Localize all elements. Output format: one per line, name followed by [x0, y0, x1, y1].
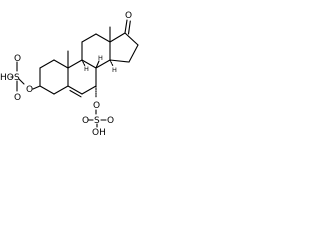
- sulfate3-ester-oxygen-label: O: [26, 85, 33, 95]
- bond-c3-o: [32, 85, 41, 90]
- h14-label: H: [112, 66, 117, 74]
- stereo-hydrogens: H H H: [81, 54, 117, 74]
- sulfate-group-3: O S O O HO: [0, 54, 41, 103]
- sulfate7-oxo-right-label: O: [107, 116, 114, 126]
- bond-c15-c14: [109, 59, 130, 63]
- angular-methyls: [67, 26, 111, 69]
- ring-c: [81, 33, 111, 69]
- h9-label: H: [84, 65, 89, 73]
- bond-c8-c9: [81, 59, 97, 69]
- steroid-disulfate-structure: O H H H O S O O HO O S O O: [0, 11, 139, 136]
- bond-c6-c7: [81, 85, 97, 95]
- ketone-group: O: [124, 11, 132, 35]
- bond-c10-c1: [53, 59, 69, 69]
- sulfate3-sulfur-label: S: [14, 73, 20, 83]
- bond-h8: [95, 60, 100, 69]
- ring-d: [109, 32, 139, 63]
- sulfate7-oxo-left-label: O: [82, 116, 89, 126]
- bond-h9: [81, 59, 86, 67]
- bond-o-s3: [18, 78, 25, 85]
- bond-c13-c17: [109, 32, 126, 43]
- sulfate3-oxo-top-label: O: [14, 54, 21, 64]
- bond-c12-c13: [95, 33, 111, 43]
- bond-h14: [109, 59, 114, 67]
- sulfate7-ester-oxygen-label: O: [93, 101, 100, 111]
- sulfate3-hydroxyl-label: HO: [0, 73, 14, 83]
- bond-c17-o-double: [127, 20, 131, 35]
- bond-c14-c8: [95, 59, 111, 69]
- ring-b: [67, 59, 97, 98]
- sulfate7-hydroxyl-label: OH: [92, 128, 106, 136]
- bond-c1-c2: [39, 59, 55, 69]
- bond-c17-c16: [124, 32, 139, 46]
- bond-c3-c4: [39, 85, 55, 95]
- sulfate3-oxo-bottom-label: O: [14, 93, 21, 103]
- ketone-oxygen-label: O: [125, 11, 132, 21]
- bond-c4-c5: [53, 85, 69, 95]
- bond-c16-c15: [128, 44, 139, 63]
- ring-a: [39, 59, 69, 95]
- bond-c11-c12: [81, 33, 97, 43]
- bond-c17-o: [124, 19, 128, 34]
- bond-c5-c6-double: [69, 89, 82, 98]
- bond-c5-c6: [67, 85, 83, 95]
- sulfate-group-7: O S O O OH: [82, 85, 114, 136]
- bond-c9-c10: [67, 59, 83, 69]
- sulfate7-sulfur-label: S: [94, 116, 100, 126]
- h8-label: H: [98, 54, 103, 62]
